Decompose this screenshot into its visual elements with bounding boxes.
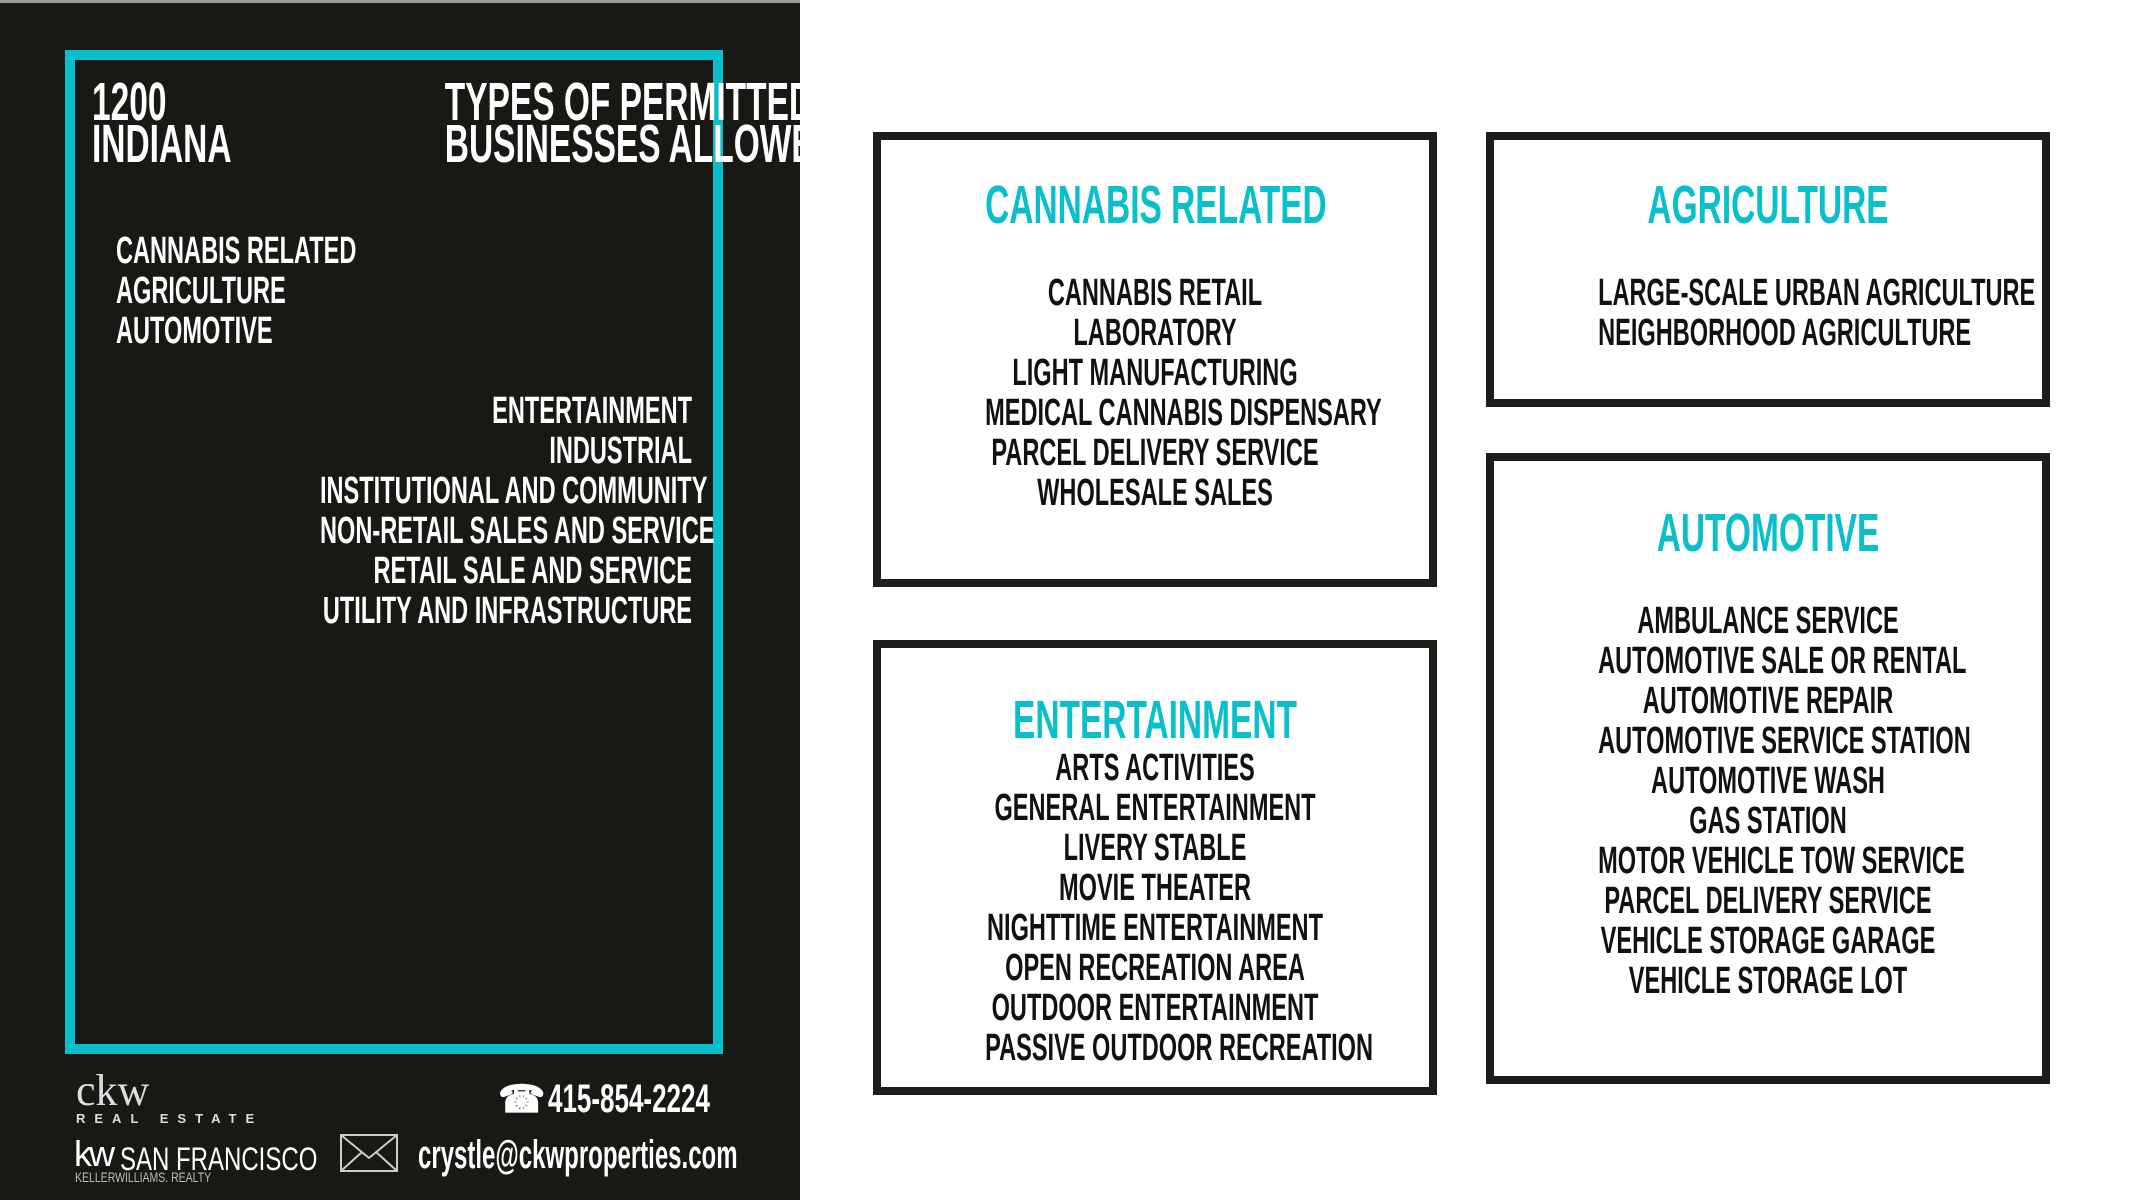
list-item: INSTITUTIONAL AND COMMUNITY	[320, 470, 708, 512]
list-item: CANNABIS RELATED	[116, 230, 357, 272]
list-item: MEDICAL CANNABIS DISPENSARY	[985, 392, 1382, 434]
list-item: AUTOMOTIVE WASH	[1651, 760, 1885, 802]
list-item: AGRICULTURE	[116, 270, 286, 312]
list-item: VEHICLE STORAGE LOT	[1628, 960, 1908, 1002]
address: 1200 INDIANA	[92, 72, 392, 174]
list-item: ARTS ACTIVITIES	[1055, 747, 1255, 789]
list-item: MOVIE THEATER	[1059, 867, 1251, 909]
list-item: NIGHTTIME ENTERTAINMENT	[987, 907, 1323, 949]
title-line: BUSINESSES ALLOWED	[444, 114, 838, 174]
panel-title: TYPES OF PERMITTED BUSINESSES ALLOWED	[292, 75, 838, 174]
list-item: UTILITY AND INFRASTRUCTURE	[322, 590, 692, 632]
keller-williams-logo: KELLERWILLIAMS. REALTY	[75, 1169, 212, 1185]
list-item: AUTOMOTIVE SERVICE STATION	[1598, 720, 1971, 762]
real-estate-logo-text: REAL ESTATE	[76, 1111, 264, 1126]
list-item: LIGHT MANUFACTURING	[1012, 352, 1298, 394]
list-item: ENTERTAINMENT	[492, 390, 692, 432]
list-item: OPEN RECREATION AREA	[1005, 947, 1305, 989]
list-item: AUTOMOTIVE SALE OR RENTAL	[1598, 640, 1967, 682]
list-item: GENERAL ENTERTAINMENT	[994, 787, 1316, 829]
list-item: MOTOR VEHICLE TOW SERVICE	[1598, 840, 1965, 882]
list-item: AMBULANCE SERVICE	[1637, 600, 1899, 642]
list-item: NON-RETAIL SALES AND SERVICE	[320, 510, 715, 552]
teal-frame	[65, 50, 723, 1054]
list-item: AUTOMOTIVE	[116, 310, 273, 352]
list-item: WHOLESALE SALES	[1037, 472, 1273, 514]
card-agriculture: AGRICULTURE LARGE-SCALE URBAN AGRICULTUR…	[1486, 132, 2050, 407]
list-item: LABORATORY	[1073, 312, 1237, 354]
list-item: OUTDOOR ENTERTAINMENT	[991, 987, 1319, 1029]
address-number: 1200	[92, 72, 167, 132]
list-item: LARGE-SCALE URBAN AGRICULTURE	[1598, 272, 2036, 314]
list-item: CANNABIS RETAIL	[1047, 272, 1263, 314]
list-item: LIVERY STABLE	[1063, 827, 1247, 869]
list-item: PASSIVE OUTDOOR RECREATION	[985, 1027, 1374, 1069]
email-address[interactable]: crystle@ckwproperties.com	[418, 1133, 738, 1177]
envelope-icon	[340, 1134, 398, 1172]
phone-number[interactable]: 415-854-2224	[548, 1077, 710, 1121]
list-item: RETAIL SALE AND SERVICE	[373, 550, 692, 592]
list-item: VEHICLE STORAGE GARAGE	[1600, 920, 1936, 962]
list-item: PARCEL DELIVERY SERVICE	[991, 432, 1319, 474]
ckw-logo: ckw	[76, 1066, 150, 1115]
phone-icon: ☎	[498, 1079, 546, 1121]
card-title: ENTERTAINMENT	[1013, 690, 1297, 750]
list-item: NEIGHBORHOOD AGRICULTURE	[1598, 312, 1972, 354]
address-street: INDIANA	[92, 114, 232, 174]
list-item: PARCEL DELIVERY SERVICE	[1604, 880, 1932, 922]
san-francisco-logo: SAN FRANCISCO	[120, 1141, 318, 1177]
card-title: AGRICULTURE	[1647, 175, 1889, 235]
list-item: INDUSTRIAL	[549, 430, 692, 472]
info-panel: 1200 INDIANA TYPES OF PERMITTED BUSINESS…	[0, 0, 838, 1200]
card-title: AUTOMOTIVE	[1656, 503, 1880, 563]
kw-logo: kw	[74, 1133, 115, 1174]
list-item: GAS STATION	[1689, 800, 1847, 842]
list-item: AUTOMOTIVE REPAIR	[1642, 680, 1894, 722]
card-title: CANNABIS RELATED	[985, 175, 1327, 235]
